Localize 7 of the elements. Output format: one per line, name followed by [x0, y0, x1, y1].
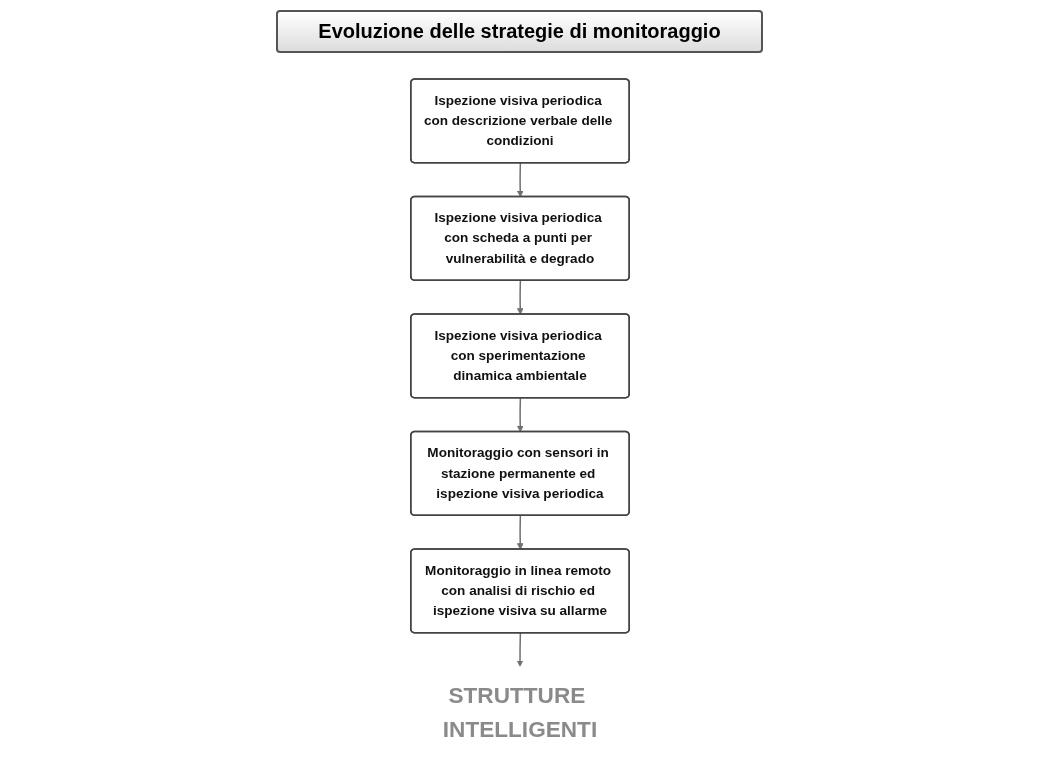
arrow — [516, 161, 524, 197]
arrow — [516, 514, 524, 550]
title-banner: Evoluzione delle strategie di monitoraggio — [276, 10, 763, 53]
arrow — [516, 631, 523, 667]
arrow — [516, 279, 524, 315]
node-text: STRUTTURE INTELLIGENTI — [442, 681, 597, 741]
arrow — [516, 396, 524, 432]
